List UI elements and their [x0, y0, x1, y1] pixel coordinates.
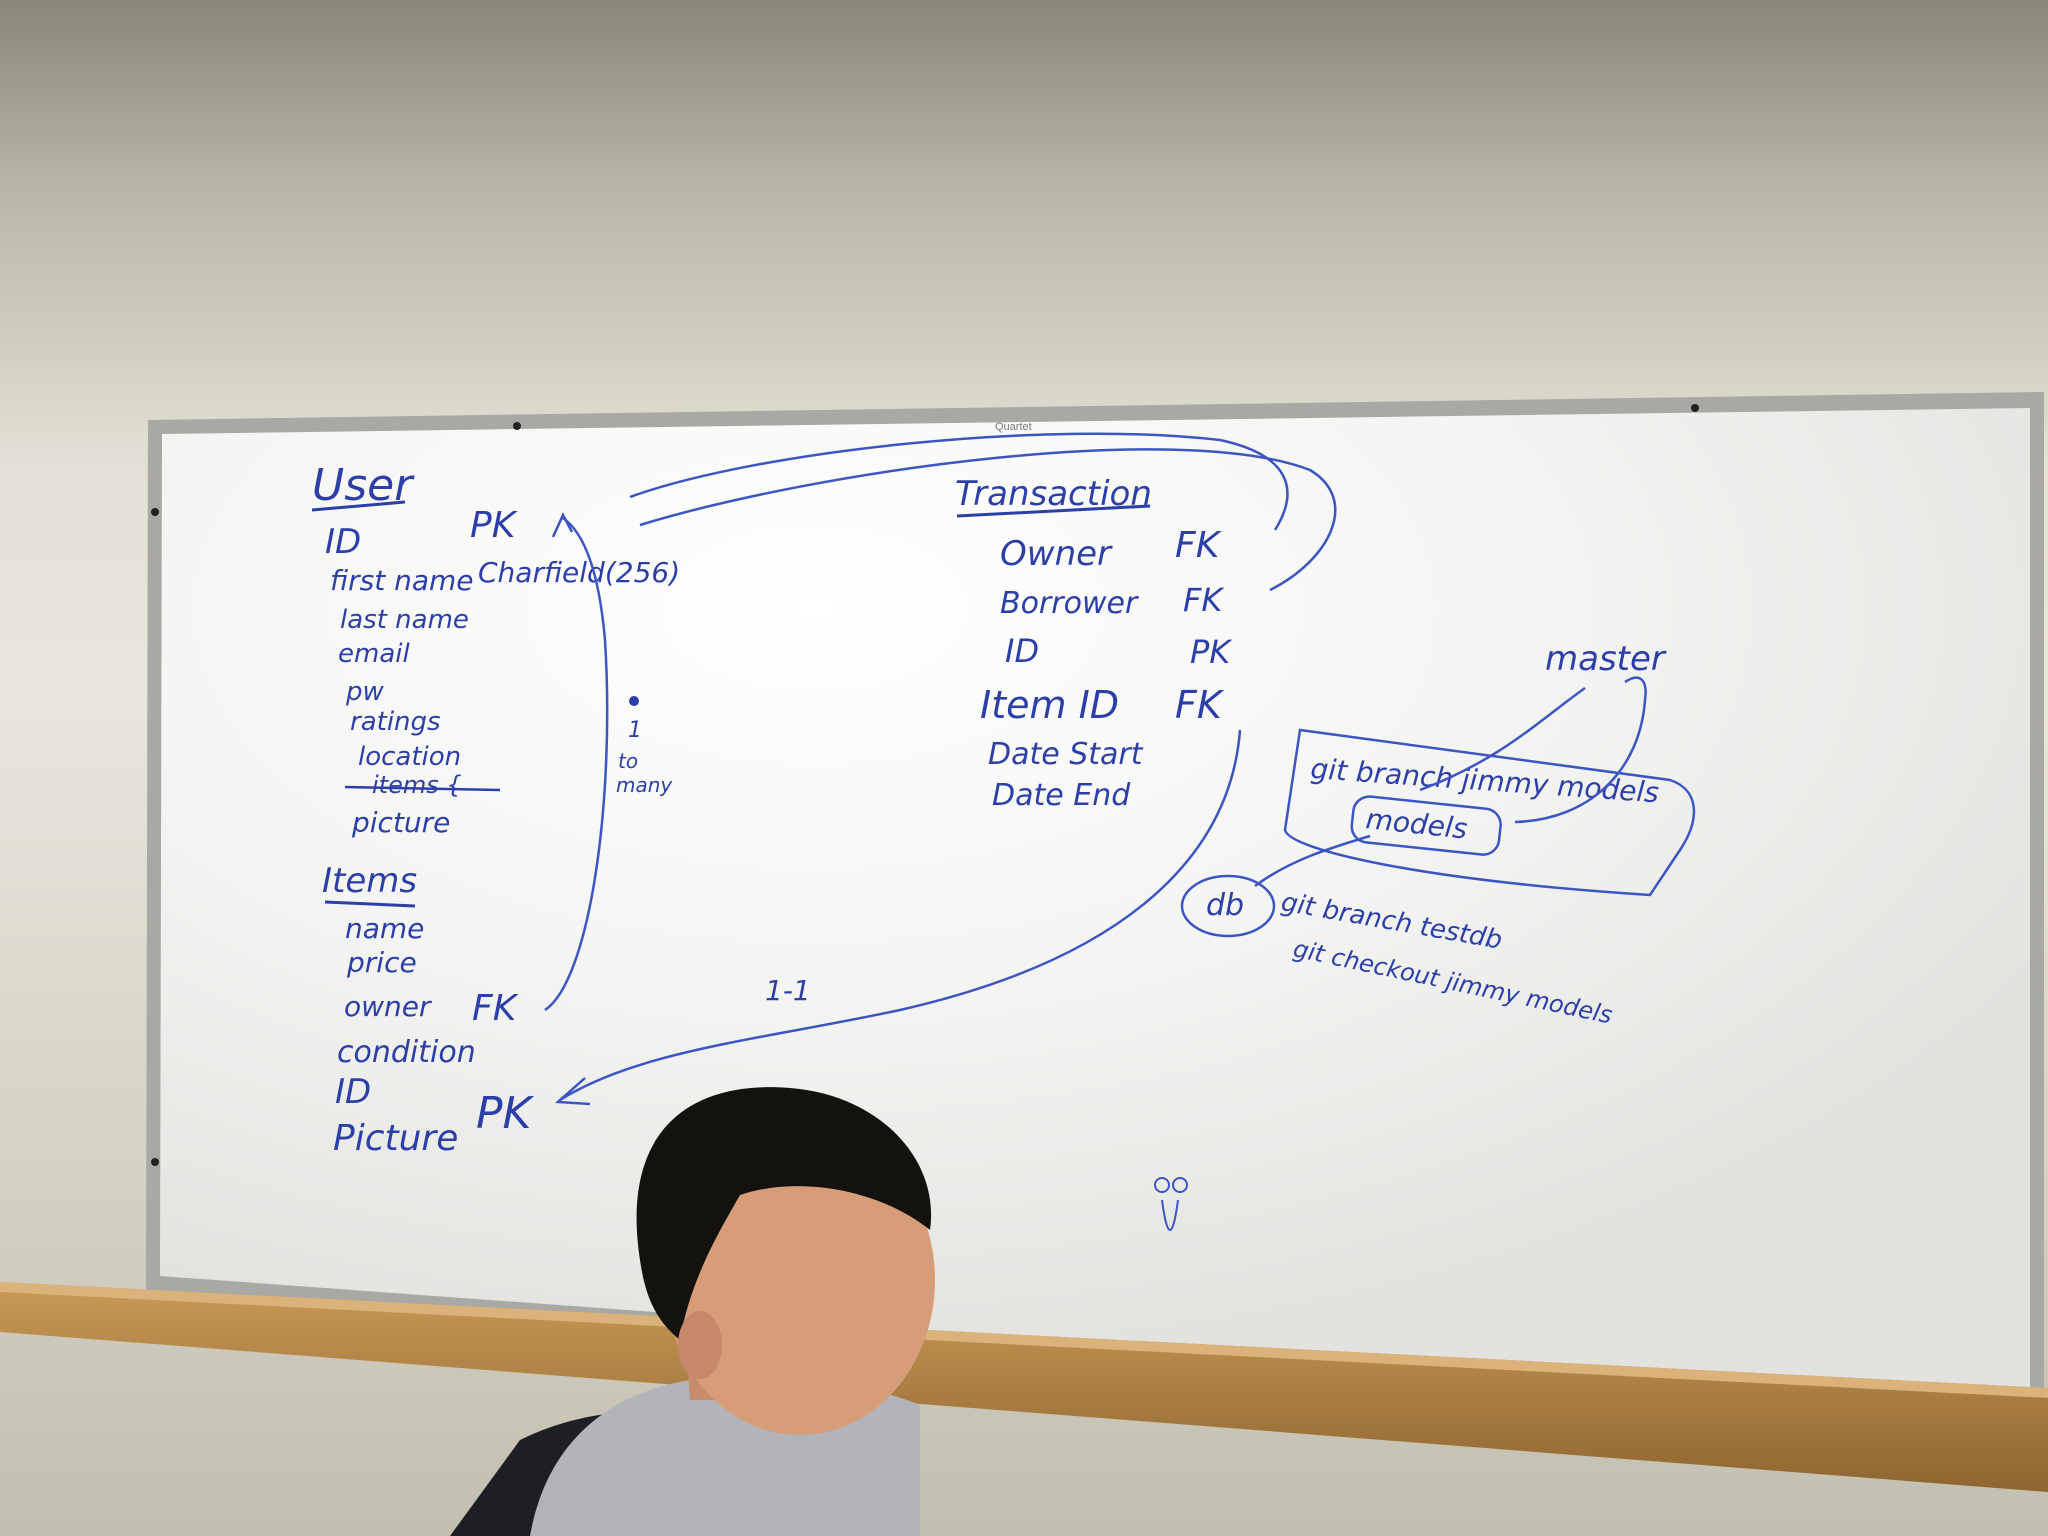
branch-line	[1419, 686, 1586, 792]
git-box	[1283, 728, 1696, 897]
board-brand: Quartet	[995, 421, 1032, 433]
relation-label: many	[616, 773, 673, 797]
transaction-to-user-curve-1	[629, 432, 1289, 531]
strikethrough	[344, 785, 501, 792]
user-field-name: picture	[351, 806, 450, 839]
items-field-name: owner	[344, 990, 432, 1023]
user-table: User ID PK first name Charfield(256) las…	[311, 460, 680, 839]
db-circle	[1180, 874, 1276, 938]
ear	[678, 1311, 722, 1379]
items-field-name: name	[345, 912, 424, 945]
itemid-to-items-arrow	[559, 729, 1242, 1102]
items-table: Items name price owner FK condition ID P…	[322, 861, 535, 1159]
models-box	[1350, 795, 1502, 856]
hair	[636, 1087, 932, 1340]
tack	[513, 422, 521, 430]
items-field-name: condition	[337, 1035, 476, 1070]
one-to-one-note: 1-1	[765, 974, 811, 1007]
relation-label: 1	[628, 718, 642, 743]
user-field-name: email	[338, 639, 410, 669]
wood-rail	[0, 1282, 2048, 1492]
branch-line	[1254, 834, 1371, 888]
person	[450, 1087, 935, 1536]
user-title-underline	[311, 500, 406, 512]
transaction-field-key: FK	[1175, 525, 1222, 566]
transaction-table: Transaction Owner FK Borrower FK ID PK I…	[955, 474, 1233, 813]
relation-label: to	[618, 749, 638, 773]
transaction-field-name: ID	[1005, 632, 1039, 670]
transaction-to-user-curve-2	[639, 448, 1337, 592]
wood-rail-highlight	[0, 1282, 2048, 1398]
git-master: master	[1545, 639, 1667, 679]
transaction-field-name: Item ID	[980, 683, 1119, 727]
arrowhead	[551, 512, 574, 538]
user-field-key: PK	[470, 505, 518, 546]
branch-line	[1514, 676, 1647, 824]
git-db: db	[1206, 888, 1244, 923]
user-field-name: pw	[345, 677, 385, 707]
doodle	[1154, 1177, 1188, 1231]
items-field-name: Picture	[333, 1118, 458, 1159]
tack	[1691, 404, 1699, 412]
owner-to-user-arrow	[544, 516, 609, 1012]
user-field-name: first name	[330, 564, 473, 597]
user-field-name: ID	[325, 522, 361, 562]
relation-arrows	[544, 432, 1337, 1106]
items-field-name: price	[346, 946, 417, 979]
transaction-field-name: Date Start	[988, 737, 1144, 772]
transaction-field-name: Owner	[1000, 534, 1113, 574]
items-field-key: FK	[472, 988, 519, 1029]
transaction-field-key: FK	[1183, 581, 1225, 619]
tack	[151, 1158, 159, 1166]
one-to-many-note: 1 to many	[616, 696, 673, 797]
items-field-name: ID	[335, 1072, 371, 1112]
user-field-name: location	[358, 742, 461, 772]
items-title-underline	[324, 900, 416, 908]
transaction-field-key: PK	[1190, 633, 1233, 671]
user-field-name-struck: items {	[372, 771, 462, 799]
transaction-title-underline	[956, 504, 1151, 518]
arrowhead	[554, 1077, 591, 1106]
transaction-field-name: Date End	[992, 778, 1131, 813]
transaction-field-name: Borrower	[1000, 586, 1139, 621]
whiteboard-surface	[160, 408, 2030, 1412]
transaction-field-key: FK	[1175, 683, 1225, 727]
user-field-type: Charfield(256)	[478, 556, 680, 589]
user-field-name: last name	[340, 605, 469, 635]
items-field-key: PK	[476, 1088, 535, 1139]
items-title: Items	[322, 861, 417, 901]
user-field-name: ratings	[350, 707, 441, 737]
dot	[629, 696, 639, 706]
tack	[151, 508, 159, 516]
